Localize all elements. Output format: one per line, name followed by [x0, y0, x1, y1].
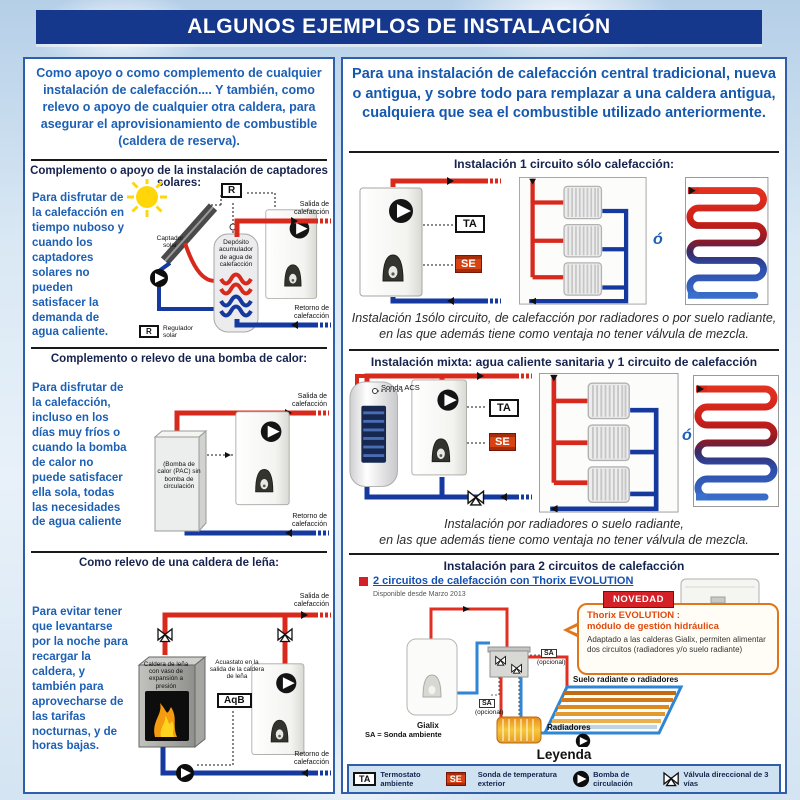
- leyenda-title: Leyenda: [536, 747, 592, 762]
- bomba-diagram: (Bomba de calor (PAC) sin bomba de circu…: [125, 373, 329, 545]
- sa-box: SA: [541, 649, 557, 658]
- divider: [349, 553, 779, 555]
- retorno-label: Retorno de calefacción: [293, 305, 329, 321]
- divider: [31, 347, 327, 349]
- lena-body-text: Para evitar tener que levantarse por la …: [32, 606, 128, 753]
- captador-label: Captador solar: [156, 235, 184, 250]
- mixta-heading: Instalación mixta: agua caliente sanitar…: [370, 355, 758, 369]
- solar-heading: Complemento o apoyo de la instalación de…: [30, 165, 328, 189]
- left-intro: Como apoyo o como complemento de cualqui…: [36, 66, 322, 148]
- regulador-label: Regulador solar: [163, 325, 193, 340]
- deposito-label: Depósito acumulador de agua de calefacci…: [219, 239, 253, 269]
- sonda-acs-label: Sonda ACS: [381, 383, 420, 392]
- retorno-label: Retorno de calefacción: [293, 751, 329, 767]
- novedad-badge: NOVEDAD: [603, 591, 675, 608]
- divider: [31, 551, 327, 553]
- right-intro: Para una instalación de calefacción cent…: [352, 66, 776, 122]
- circuito1-heading: Instalación 1 circuito sólo calefacción:: [453, 157, 675, 171]
- circuito1-diagram-graphic: [359, 173, 777, 309]
- mixta-caption: Instalación por radiadores o suelo radia…: [379, 517, 749, 547]
- radiadores-label: Radiadores: [547, 723, 591, 732]
- page-title: ALGUNOS EJEMPLOS DE INSTALACIÓN: [187, 15, 611, 38]
- sa-box: SA: [479, 699, 495, 708]
- sa-note: SA = Sonda ambiente: [365, 730, 442, 739]
- se-icon: SE: [445, 772, 466, 786]
- lena-heading: Como relevo de una caldera de leña:: [78, 557, 280, 569]
- bomba-body-text: Para disfrutar de la calefacción, inclus…: [32, 382, 127, 529]
- novedad-bubble: Thorix EVOLUTION : módulo de gestión hid…: [577, 603, 779, 675]
- acuastato-label: Acuastato en la salida de la caldera de …: [209, 659, 265, 681]
- or-label: ó: [682, 427, 692, 444]
- valve-icon: [663, 772, 680, 787]
- mixta-diagram-graphic: [349, 371, 781, 513]
- mixta-diagram: TA SE Sonda ACS ó: [347, 371, 781, 513]
- retorno-label: Retorno de calefacción: [291, 513, 327, 529]
- sa-opcional-label: (opcional): [537, 659, 566, 666]
- dos-diagram-graphic: [406, 578, 760, 747]
- aqb-box: AqB: [217, 693, 252, 708]
- lena-diagram-graphic: [138, 611, 331, 782]
- se-box: SE: [489, 433, 516, 451]
- circuito1-diagram: TA SE ó: [351, 173, 777, 309]
- se-box: SE: [455, 255, 482, 273]
- or-label: ó: [653, 231, 663, 248]
- legend-strip: TA Termostato ambiente SE Sonda de tempe…: [347, 764, 781, 794]
- legend-item-sonda: SE Sonda de temperatura exterior: [445, 770, 573, 788]
- divider: [349, 151, 779, 153]
- dos-subtitle: 2 circuitos de calefacción con Thorix EV…: [359, 575, 633, 587]
- suelo-label: Suelo radiante o radiadores: [573, 675, 679, 684]
- pump-icon: [572, 770, 590, 788]
- legend-item-valvula: Válvula direccional de 3 vías: [663, 770, 775, 788]
- salida-label: Salida de calefacción: [291, 393, 327, 409]
- caldera-lena-label: Caldera de leña con vaso de expansión a …: [143, 661, 189, 690]
- disponible-note: Disponible desde Marzo 2013: [373, 591, 466, 598]
- legend-item-termostato: TA Termostato ambiente: [353, 770, 446, 788]
- ta-box: TA: [489, 399, 519, 417]
- ta-icon: TA: [353, 772, 377, 786]
- bomba-diagram-graphic: [154, 409, 329, 537]
- gialix-label: Gialix: [417, 721, 439, 730]
- divider: [349, 349, 779, 351]
- dos-heading: Instalación para 2 circuitos de calefacc…: [443, 559, 685, 573]
- divider: [31, 159, 327, 161]
- circuito1-caption: Instalación 1sólo circuito, de calefacci…: [351, 311, 777, 341]
- dos-diagram: 2 circuitos de calefacción con Thorix EV…: [351, 575, 779, 747]
- salida-label: Salida de calefacción: [293, 593, 329, 609]
- solar-diagram-graphic: [125, 179, 331, 334]
- left-panel: Como apoyo o como complemento de cualqui…: [23, 57, 335, 794]
- ta-box: TA: [455, 215, 485, 233]
- pac-label: (Bomba de calor (PAC) sin bomba de circu…: [157, 461, 201, 491]
- r-legend-box: R: [139, 325, 159, 338]
- legend-item-bomba: Bomba de circulación: [572, 770, 663, 788]
- sa-opcional-label: (opcional): [475, 709, 504, 716]
- page-title-bar: ALGUNOS EJEMPLOS DE INSTALACIÓN: [36, 10, 762, 44]
- bomba-heading: Complemento o relevo de una bomba de cal…: [50, 353, 308, 365]
- lena-diagram: Caldera de leña con vaso de expansión a …: [123, 575, 331, 789]
- solar-body-text: Para disfrutar de la calefacción en tiem…: [32, 192, 125, 339]
- r-regulator-box: R: [221, 183, 243, 198]
- solar-diagram: R Captador solar Depósito acumulador de …: [125, 179, 331, 345]
- right-panel: Para una instalación de calefacción cent…: [341, 57, 787, 794]
- salida-label: Salida de calefacción: [293, 201, 329, 217]
- red-bullet-icon: [359, 576, 368, 586]
